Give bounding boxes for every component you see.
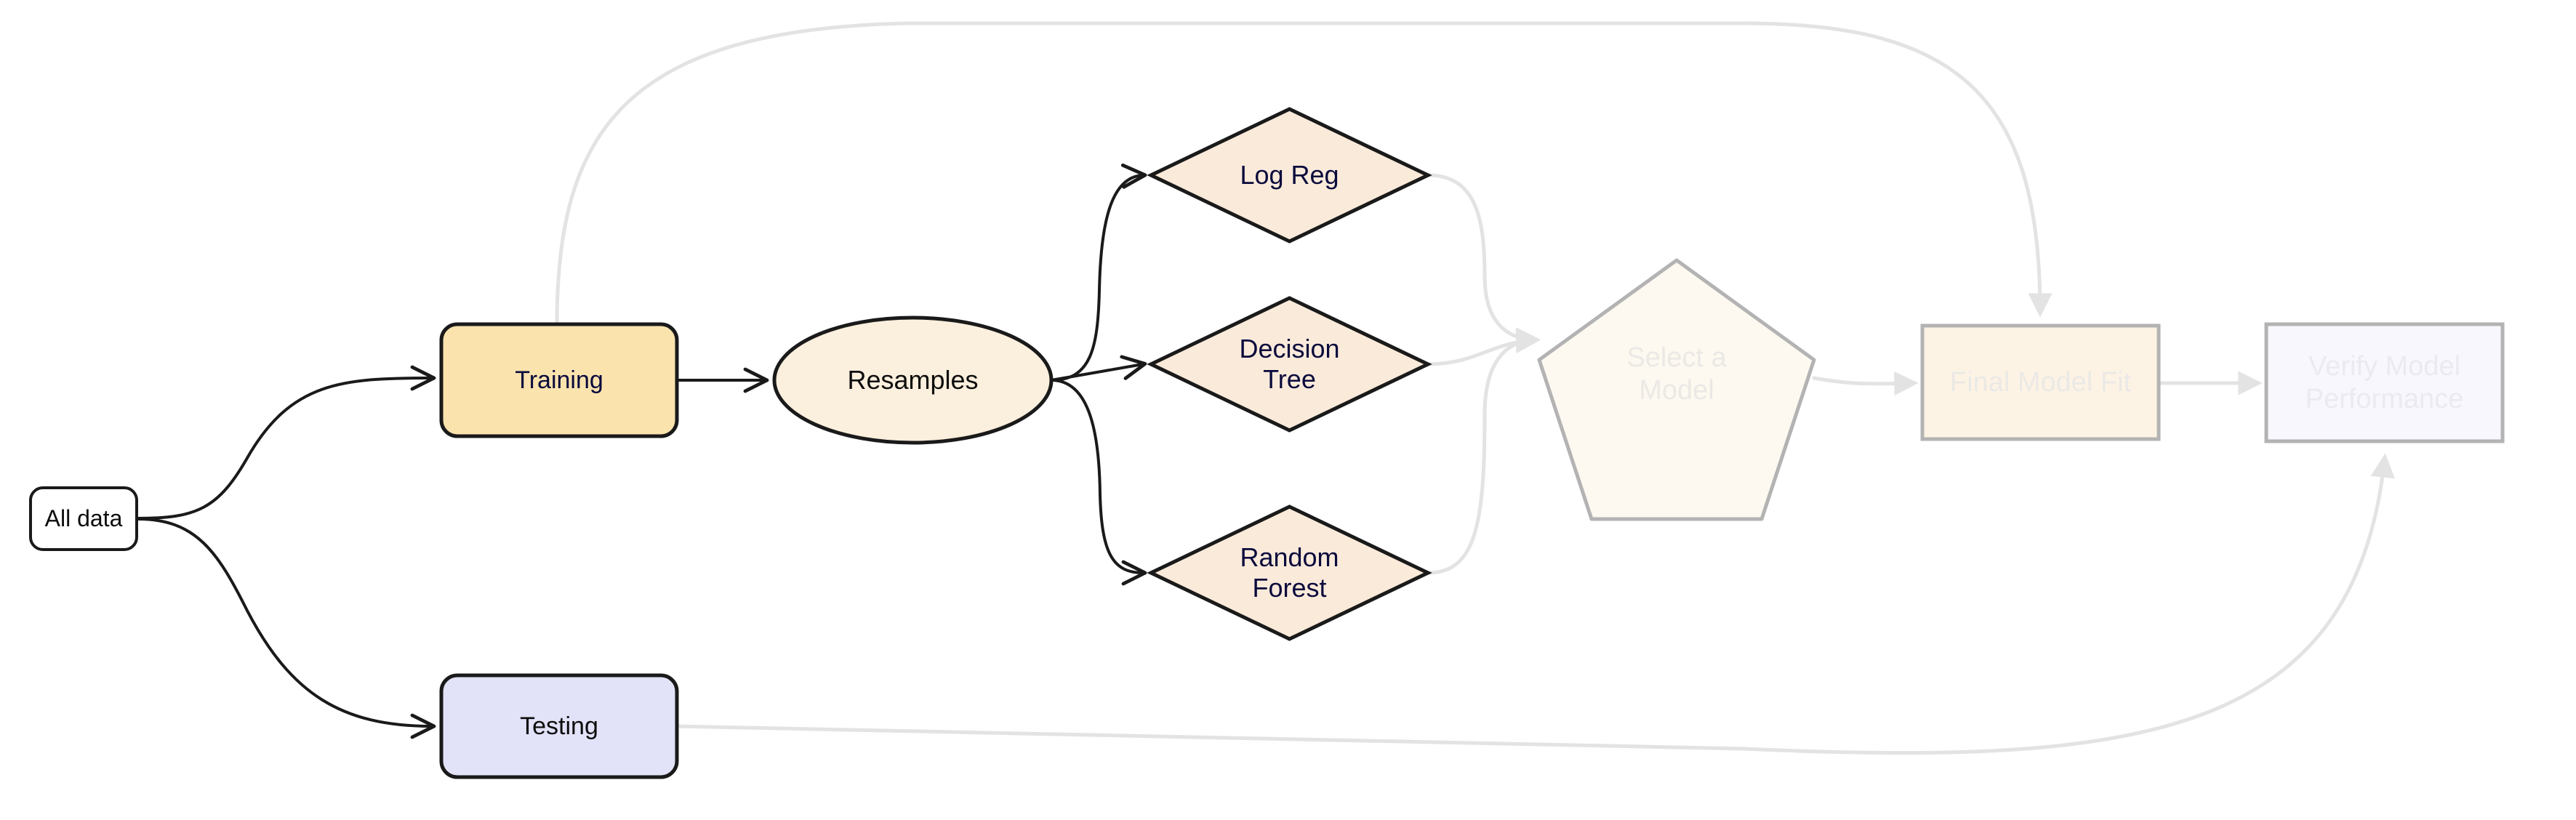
node-shape-select-model[interactable]	[1537, 258, 1816, 521]
node-shape-decision-tree[interactable]	[1147, 296, 1432, 433]
edge-resamples-to-log-reg	[1050, 163, 1147, 382]
edge-log-reg-to-select-model	[1426, 173, 1541, 352]
edge-all-data-to-testing	[137, 518, 436, 739]
edge-resamples-to-decision-tree	[1050, 355, 1147, 382]
edge-testing-to-verify	[675, 453, 2395, 755]
edge-training-to-final-fit	[555, 21, 2053, 326]
node-shape-log-reg[interactable]	[1147, 107, 1432, 244]
node-shape-final-model-fit[interactable]	[1920, 323, 2161, 441]
edge-resamples-to-random-forest	[1050, 379, 1147, 586]
node-shape-testing[interactable]	[439, 673, 679, 779]
node-shape-random-forest[interactable]	[1147, 505, 1432, 641]
node-shape-training[interactable]	[439, 322, 679, 438]
node-shape-resamples[interactable]	[772, 315, 1054, 445]
edge-random-forest-to-select-model	[1426, 328, 1541, 575]
node-shape-all-data[interactable]	[29, 486, 138, 551]
edge-all-data-to-training	[137, 365, 436, 520]
node-shape-verify-model-performance[interactable]	[2264, 322, 2505, 443]
edge-select-model-to-final-fit	[1812, 371, 1919, 396]
